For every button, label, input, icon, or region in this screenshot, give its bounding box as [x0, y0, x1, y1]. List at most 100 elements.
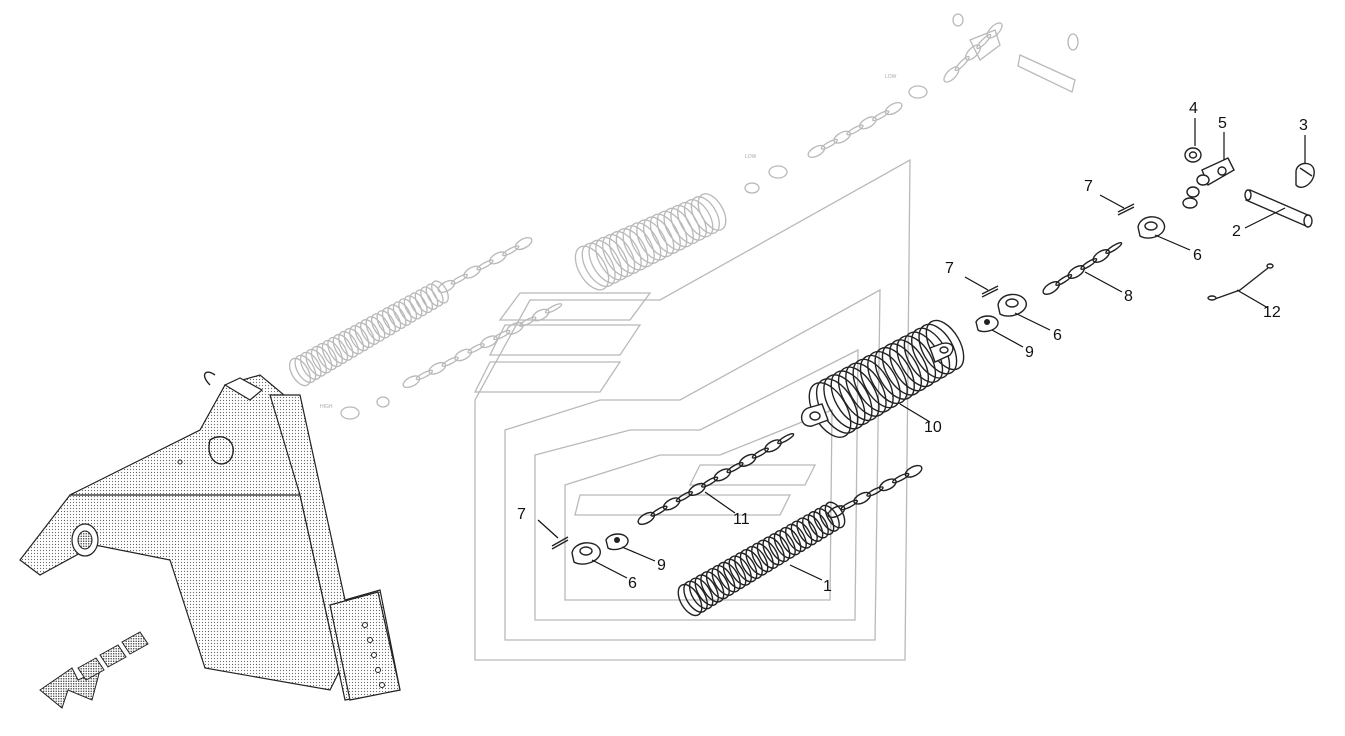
chain-link: [688, 482, 706, 497]
spring-coil: [874, 347, 915, 400]
part-1-spring: [677, 464, 923, 617]
spring-coil: [316, 342, 338, 371]
chain-link: [943, 66, 960, 83]
spring-coil: [321, 339, 343, 368]
ghost-upper-assembly: HIGH LOW LOW: [288, 13, 1079, 420]
chain-link: [493, 329, 511, 341]
spring-coil: [288, 357, 312, 387]
spring-coil: [722, 558, 747, 590]
chain-link: [751, 447, 769, 459]
spring-coil: [762, 536, 785, 566]
callout-7-upper: 7: [1084, 178, 1093, 195]
spring-coil: [830, 370, 873, 426]
svg-text:HIGH: HIGH: [320, 404, 333, 410]
chain-link: [1080, 258, 1098, 270]
spring-coil: [595, 236, 629, 281]
spring-coil: [683, 198, 714, 238]
chain-link: [833, 130, 852, 144]
chain-link: [463, 265, 482, 279]
spring-coil: [381, 307, 402, 333]
spring-coil: [581, 242, 616, 288]
spring-coil: [414, 289, 434, 314]
spring-coil: [837, 366, 880, 422]
spring-coil: [602, 233, 636, 278]
spring-coil: [711, 564, 736, 596]
spring-coil: [588, 239, 623, 284]
spring-coil: [622, 225, 655, 268]
spring-coil: [717, 561, 741, 593]
callout-8: 8: [1124, 288, 1133, 305]
spring-coil: [294, 354, 317, 384]
spring-coil: [332, 333, 354, 361]
spring-coil: [745, 545, 769, 576]
chain-link: [402, 375, 421, 389]
spring-coil: [790, 520, 813, 549]
spring-coil: [574, 245, 610, 291]
chain-link: [738, 453, 757, 468]
chain-link: [454, 348, 473, 362]
chain-link: [777, 433, 795, 445]
spring-coil: [299, 351, 322, 380]
svg-text:LOW: LOW: [885, 74, 897, 80]
spring-coil: [859, 354, 901, 409]
spring-coil: [677, 583, 703, 617]
spring-coil: [663, 207, 694, 248]
chain-link: [480, 335, 498, 349]
spring-coil: [431, 280, 449, 304]
mower-frame: [19, 371, 401, 701]
spring-coil: [310, 345, 333, 374]
callout-6-upper: 6: [1193, 247, 1202, 264]
chain-link: [415, 369, 434, 381]
callout-3: 3: [1299, 117, 1308, 134]
spring-coil: [656, 210, 688, 251]
spring-coil: [392, 301, 412, 326]
spring-coil: [608, 230, 642, 274]
arrow-direction-icon: [39, 631, 149, 709]
chain-link: [531, 308, 550, 322]
chain-link: [544, 303, 563, 314]
spring-coil: [802, 514, 824, 542]
chain-link: [878, 478, 897, 492]
spring-coil: [649, 213, 681, 255]
part-10-spring: [801, 319, 965, 438]
spring-coil: [823, 374, 866, 430]
spring-coil: [688, 577, 714, 610]
chain-link: [964, 44, 982, 61]
spring-coil: [824, 501, 846, 529]
spring-coil: [796, 517, 818, 546]
chain-link: [428, 361, 447, 375]
spring-coil: [398, 298, 418, 323]
spring-coil: [360, 319, 380, 345]
chain-link: [866, 486, 884, 497]
part-11-chain: [637, 433, 795, 526]
leader-lines: [537, 118, 1306, 581]
spring-coil: [615, 228, 649, 271]
callout-2: 2: [1232, 223, 1241, 240]
chain-link: [764, 439, 782, 453]
chain-link: [476, 259, 494, 271]
spring-coil: [807, 511, 829, 539]
chain-link: [884, 101, 903, 116]
spring-coil: [818, 504, 840, 532]
spring-coil: [845, 362, 887, 417]
callout-6-lower: 6: [628, 575, 637, 592]
spring-coil: [338, 330, 359, 358]
spring-coil: [773, 530, 796, 559]
chain-link: [726, 462, 744, 474]
callout-labels: 1 2 3 4 5 6 6 6 7 7 7 8 9 9 10 11 12: [517, 100, 1308, 595]
chain-link: [1067, 265, 1086, 279]
chain-link: [840, 499, 859, 511]
chain-link: [441, 356, 459, 367]
spring-coil: [768, 533, 791, 563]
background-chevron-plates: [473, 158, 911, 661]
spring-coil: [387, 304, 407, 330]
chain-link: [858, 116, 877, 130]
chain-link: [650, 505, 668, 517]
callout-6-middle: 6: [1053, 327, 1062, 344]
spring-coil: [349, 325, 370, 352]
spring-coil: [305, 348, 327, 377]
spring-coil: [918, 323, 958, 375]
chain-link: [827, 505, 846, 519]
chain-link: [675, 491, 693, 503]
